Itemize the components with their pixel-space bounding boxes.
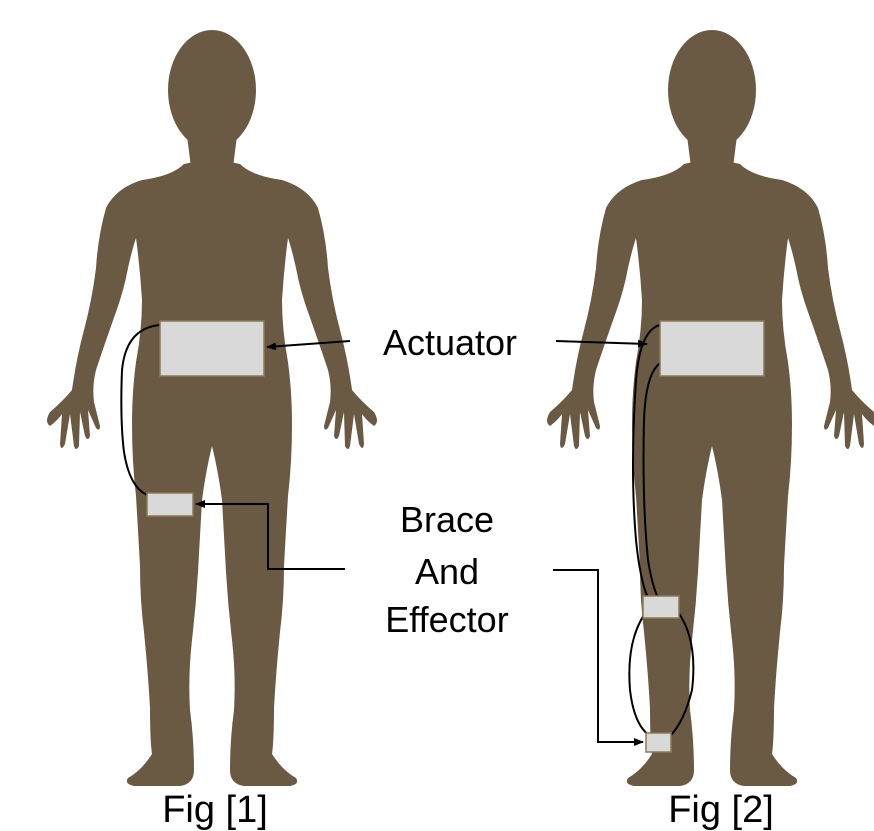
brace-label-line1: Brace [400, 499, 494, 540]
actuator-label: Actuator [383, 322, 517, 363]
fig1-caption: Fig [1] [162, 789, 268, 831]
brace-label-line3: Effector [385, 599, 508, 640]
brace-box-1 [147, 493, 193, 516]
fig2-caption: Fig [2] [668, 789, 774, 831]
body-silhouette-2 [547, 30, 874, 786]
figure-2 [547, 30, 874, 786]
brace-label-line2: And [415, 551, 479, 592]
brace-box-2a [643, 596, 679, 618]
actuator-box-2 [660, 321, 764, 376]
brace-box-2b [646, 733, 671, 752]
figure-1 [47, 30, 377, 786]
actuator-box-1 [160, 321, 264, 376]
body-silhouette-1 [47, 30, 377, 786]
